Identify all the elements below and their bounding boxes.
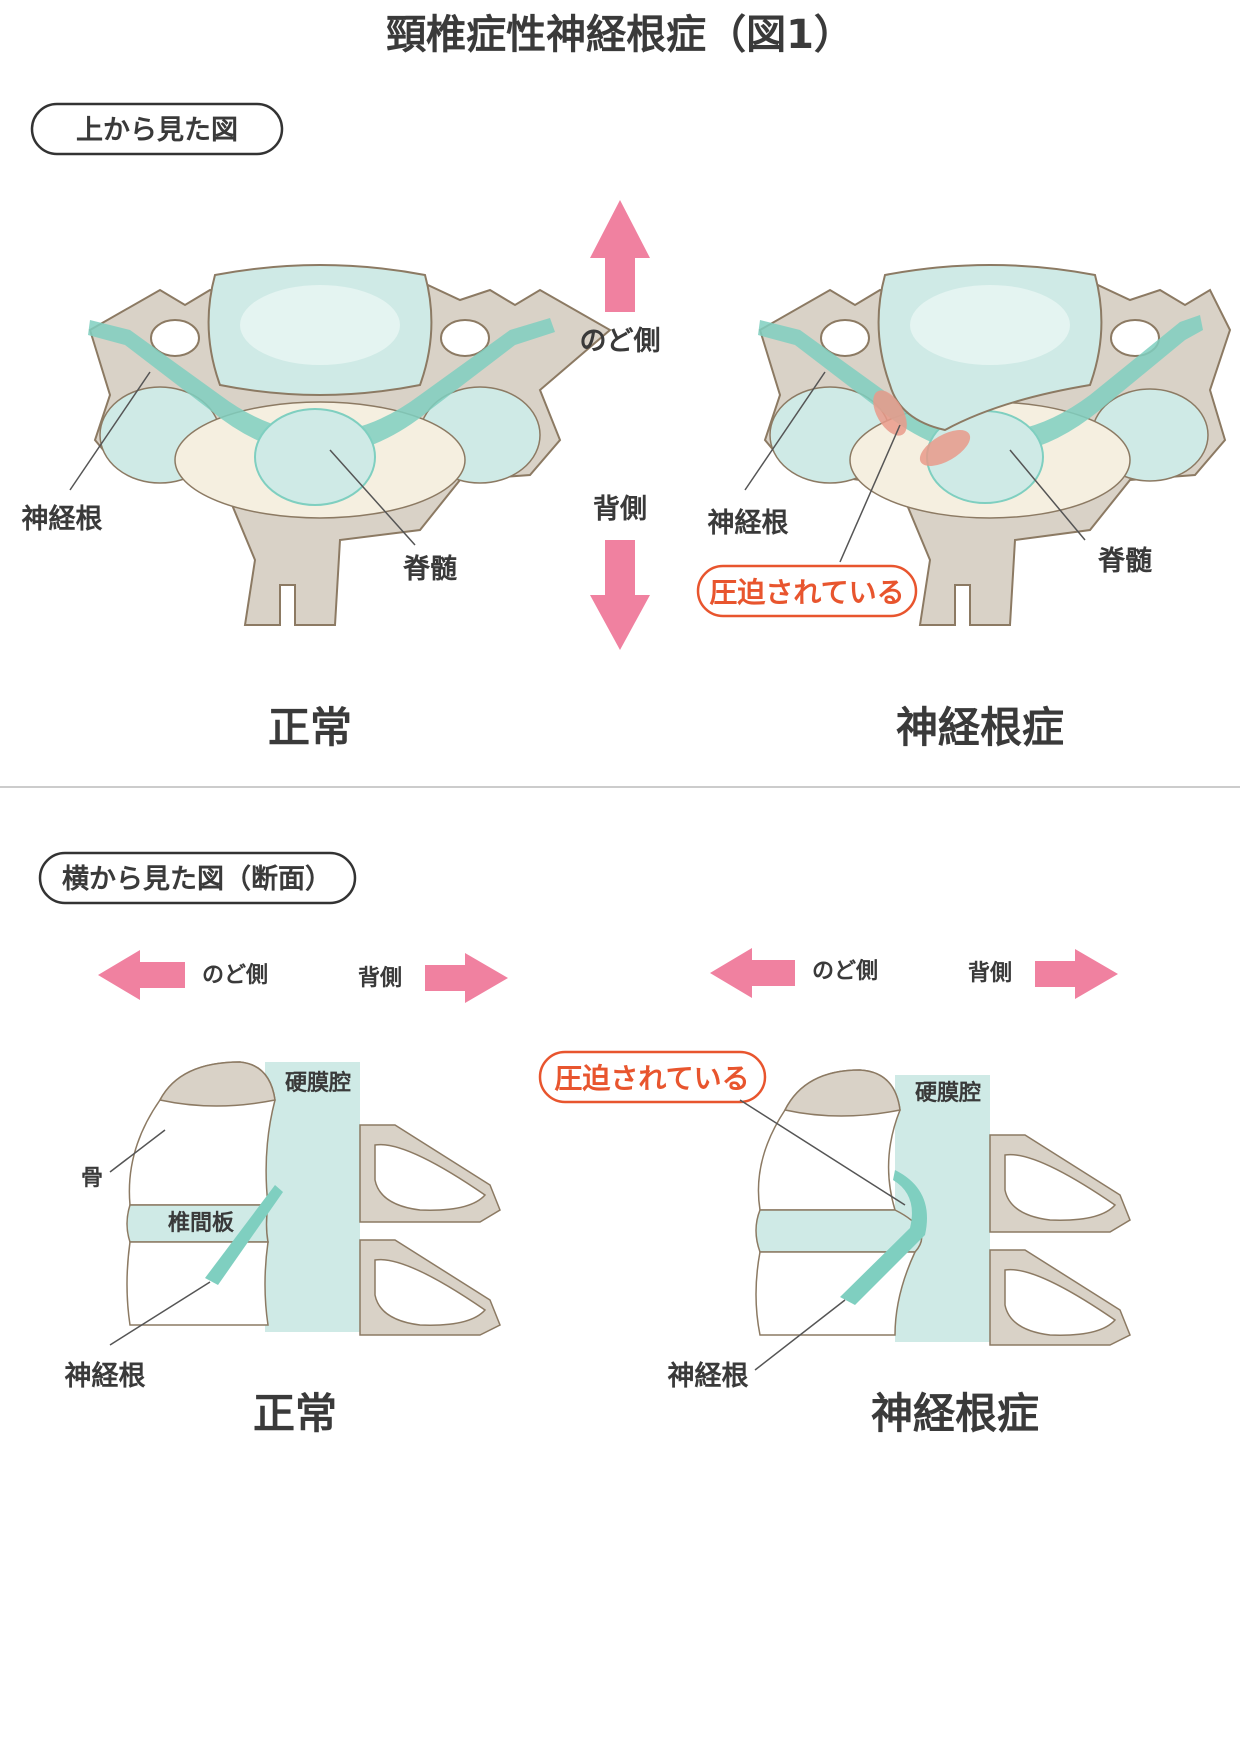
leader-compressed [739, 1099, 906, 1206]
top-normal-vertebra: 神経根 脊髄 [22, 264, 612, 626]
label-epidural: 硬膜腔 [915, 1080, 981, 1106]
compression-left-spot [873, 390, 907, 436]
compressed-badge [696, 564, 918, 618]
top-section-header: 上から見た図 [30, 102, 284, 156]
label-nerve-root: 神経根 [708, 507, 789, 539]
arrow-down-icon [590, 540, 650, 650]
side-section-header: 横から見た図（断面） [38, 851, 357, 905]
compression-right-spot [919, 430, 971, 466]
upper-lamina-inner [374, 1143, 487, 1211]
epidural-space [265, 1062, 360, 1332]
compressed-nerve-root [840, 1170, 927, 1305]
leader-spinal-cord [329, 449, 416, 546]
spinal-cord [254, 408, 376, 506]
figure-title: 頸椎症性神経根症（図1） [386, 12, 854, 58]
label-front-top: のど側 [580, 326, 661, 357]
arrow-left-icon [98, 950, 185, 1000]
label-nerve-root: 神経根 [668, 1360, 749, 1392]
side-normal-view: のど側 背側 硬膜腔 骨 椎間板 神経根 [65, 950, 508, 1392]
leader-nerve-root [109, 1281, 211, 1346]
left-foramen [820, 319, 870, 357]
lower-lamina-inner [374, 1258, 487, 1326]
top-section-label: 上から見た図 [76, 115, 238, 146]
label-spinal-cord: 脊髄 [402, 554, 457, 585]
leader-bone [109, 1129, 166, 1173]
label-back-top: 背側 [593, 494, 647, 525]
nerve-root-band [88, 318, 555, 455]
lower-lamina-inner [1004, 1268, 1117, 1336]
caption-normal-side: 正常 [253, 1389, 337, 1438]
side-disease-view: のど側 背側 硬膜腔 圧迫されている 神経根 [538, 948, 1131, 1392]
leader-nerve-root [69, 371, 151, 491]
upper-bone-cap [783, 1069, 901, 1117]
nerve-root [205, 1185, 283, 1285]
epidural-space [895, 1075, 990, 1342]
label-back: 背側 [968, 961, 1012, 986]
label-front: のど側 [812, 959, 878, 984]
upper-bone-cap [158, 1061, 276, 1107]
caption-normal-top: 正常 [268, 703, 352, 752]
arrow-up-icon [590, 200, 650, 312]
arrow-left-icon [710, 948, 795, 998]
leader-nerve-root [744, 371, 826, 491]
label-disc: 椎間板 [168, 1210, 235, 1236]
caption-disease-top: 神経根症 [896, 703, 1064, 752]
label-epidural: 硬膜腔 [285, 1070, 351, 1096]
label-bone: 骨 [81, 1166, 103, 1191]
label-compressed: 圧迫されている [709, 576, 904, 609]
nerve-root-band [758, 315, 1203, 455]
arrow-right-icon [1035, 949, 1118, 999]
arrow-right-icon [425, 953, 508, 1003]
label-front: のど側 [202, 963, 268, 988]
top-direction-arrows: のど側 背側 [580, 200, 661, 650]
label-compressed: 圧迫されている [554, 1062, 749, 1095]
side-section-label: 横から見た図（断面） [62, 864, 332, 895]
leader-nerve-root [754, 1299, 846, 1371]
leader-spinal-cord [1009, 449, 1086, 541]
side-section-pill [38, 851, 357, 905]
left-foramen [150, 319, 200, 357]
right-foramen [440, 319, 490, 357]
label-back: 背側 [358, 966, 402, 991]
vertebral-body-highlight [910, 285, 1070, 365]
lower-vertebral-body [126, 1241, 269, 1326]
upper-lamina-inner [1004, 1153, 1117, 1221]
leader-compressed [839, 424, 901, 563]
top-disease-vertebra: 神経根 脊髄 圧迫されている [696, 264, 1232, 626]
compressed-badge [538, 1050, 767, 1104]
caption-disease-side: 神経根症 [871, 1389, 1039, 1438]
vertebral-body-highlight [240, 285, 400, 365]
top-section-pill [30, 102, 284, 156]
label-nerve-root: 神経根 [22, 503, 103, 535]
label-nerve-root: 神経根 [65, 1360, 146, 1392]
right-foramen [1110, 319, 1160, 357]
label-spinal-cord: 脊髄 [1097, 546, 1152, 577]
